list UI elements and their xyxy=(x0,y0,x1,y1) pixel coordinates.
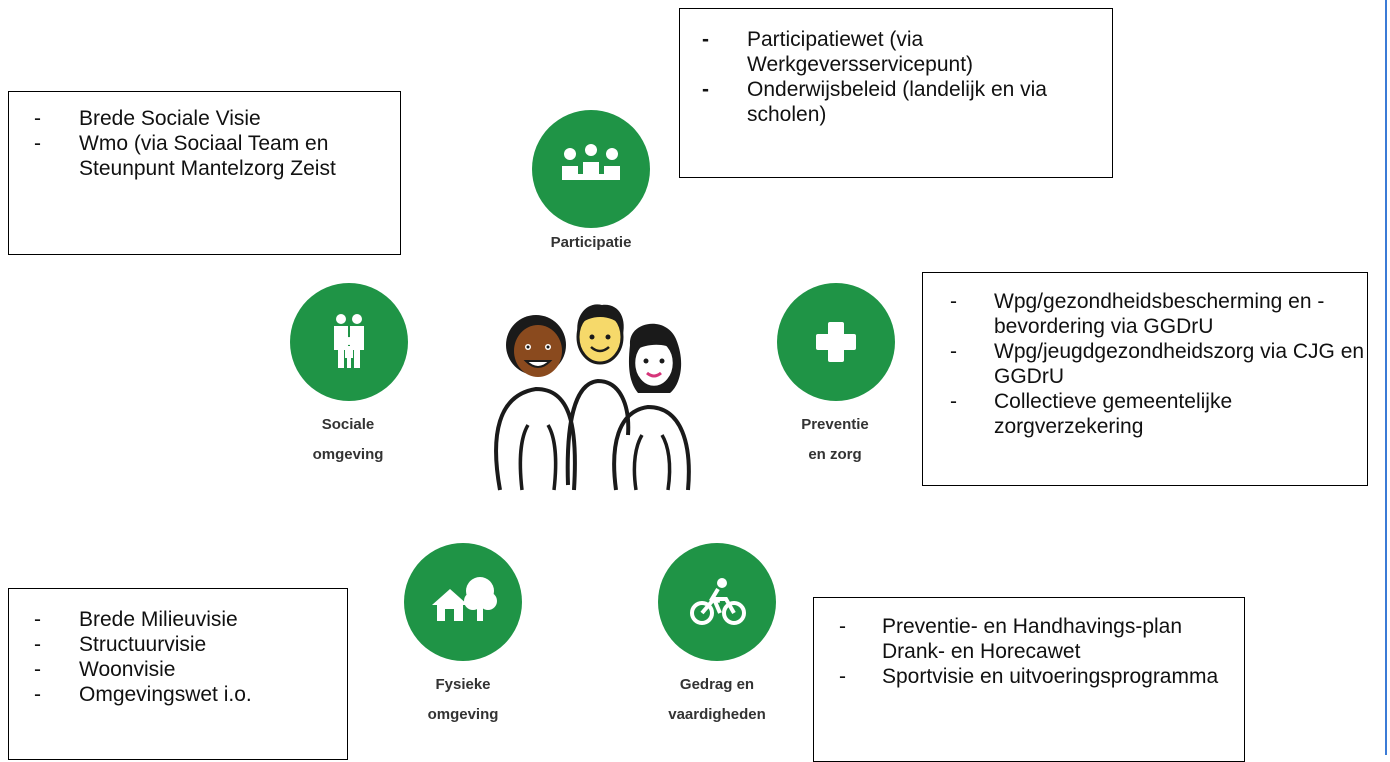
plus-cross-icon xyxy=(816,322,856,362)
list-item-text: Preventie- en Handhavings-plan Drank- en… xyxy=(882,615,1183,663)
box-sociale-omgeving-policies: - Brede Sociale Visie - Wmo (via Sociaal… xyxy=(8,91,401,255)
list-item-text: Participatiewet (via Werkgeversservicepu… xyxy=(747,28,974,76)
list-item-text: Brede Milieuvisie xyxy=(79,608,238,631)
list-item: - Collectieve gemeentelijke zorgverzeker… xyxy=(923,389,1367,439)
list-item-text: Collectieve gemeentelijke zorgverzekerin… xyxy=(994,390,1233,438)
label-line: omgeving xyxy=(427,706,499,723)
list-dash: - xyxy=(34,683,41,706)
list-item: - Brede Sociale Visie xyxy=(9,106,400,131)
list-item-text: Woonvisie xyxy=(79,658,176,681)
preventie-zorg-label: Preventie en zorg xyxy=(755,410,915,470)
family-icon xyxy=(334,314,364,368)
list-item-text: Wmo (via Sociaal Team en Steunpunt Mante… xyxy=(79,132,336,180)
policy-list: - Participatiewet (via Werkgeversservice… xyxy=(680,27,1112,127)
list-dash: - xyxy=(34,132,41,155)
list-dash: - xyxy=(34,107,41,130)
list-item: - Woonvisie xyxy=(9,657,347,682)
list-item: - Brede Milieuvisie xyxy=(9,607,347,632)
person-middle xyxy=(565,304,631,486)
person-left xyxy=(494,315,577,491)
box-participatie-policies: - Participatiewet (via Werkgeversservice… xyxy=(679,8,1113,178)
list-dash: - xyxy=(702,78,709,101)
label-line: Sociale xyxy=(321,416,375,433)
gedrag-label: Gedrag en vaardigheden xyxy=(637,670,797,730)
participatie-circle xyxy=(532,110,650,228)
preventie-zorg-circle xyxy=(777,283,895,401)
list-item-text: Wpg/jeugdgezondheidszorg via CJG en GGDr… xyxy=(994,340,1365,388)
list-dash: - xyxy=(34,633,41,656)
list-dash: - xyxy=(839,615,846,638)
list-dash: - xyxy=(950,290,957,313)
list-item-text: Structuurvisie xyxy=(79,633,207,656)
label-line: en zorg xyxy=(808,446,862,463)
list-item-text: Omgevingswet i.o. xyxy=(79,683,252,706)
list-item: - Onderwijsbeleid (landelijk en via scho… xyxy=(680,77,1112,127)
label-line: vaardigheden xyxy=(668,706,766,723)
label-line: Preventie xyxy=(801,416,869,433)
three-people-icon xyxy=(494,304,691,491)
list-item: - Omgevingswet i.o. xyxy=(9,682,347,707)
list-dash: - xyxy=(34,658,41,681)
label-line: Fysieke xyxy=(435,676,491,693)
cyclist-icon xyxy=(690,578,746,625)
policy-list: - Wpg/gezondheidsbescherming en -bevorde… xyxy=(923,289,1367,439)
list-item: - Participatiewet (via Werkgeversservice… xyxy=(680,27,1112,77)
policy-list: - Brede Milieuvisie - Structuurvisie - W… xyxy=(9,607,347,707)
list-item-text: Onderwijsbeleid (landelijk en via schole… xyxy=(747,78,1047,126)
gedrag-circle xyxy=(658,543,776,661)
fysieke-omgeving-label: Fysieke omgeving xyxy=(383,670,543,730)
label-line: Gedrag en xyxy=(679,676,755,693)
fysieke-omgeving-circle xyxy=(404,543,522,661)
label-line: omgeving xyxy=(312,446,384,463)
list-item-text: Sportvisie en uitvoeringsprogramma xyxy=(882,665,1219,688)
meeting-people-icon xyxy=(562,144,620,180)
list-item: - Structuurvisie xyxy=(9,632,347,657)
list-dash: - xyxy=(950,340,957,363)
list-item: - Wpg/gezondheidsbescherming en -bevorde… xyxy=(923,289,1367,339)
list-item-text: Wpg/gezondheidsbescherming en -bevorderi… xyxy=(994,290,1325,338)
page-edge-line xyxy=(1385,0,1387,755)
box-fysieke-omgeving-policies: - Brede Milieuvisie - Structuurvisie - W… xyxy=(8,588,348,760)
list-dash: - xyxy=(839,665,846,688)
list-dash: - xyxy=(950,390,957,413)
list-dash: - xyxy=(34,608,41,631)
person-right xyxy=(612,323,691,491)
box-preventie-zorg-policies: - Wpg/gezondheidsbescherming en -bevorde… xyxy=(922,272,1368,486)
policy-list: - Preventie- en Handhavings-plan Drank- … xyxy=(814,614,1244,689)
list-item: - Wpg/jeugdgezondheidszorg via CJG en GG… xyxy=(923,339,1367,389)
list-item-text: Brede Sociale Visie xyxy=(79,107,261,130)
box-gedrag-policies: - Preventie- en Handhavings-plan Drank- … xyxy=(813,597,1245,762)
list-item: - Wmo (via Sociaal Team en Steunpunt Man… xyxy=(9,131,400,181)
sociale-omgeving-label: Sociale omgeving xyxy=(268,410,428,470)
policy-list: - Brede Sociale Visie - Wmo (via Sociaal… xyxy=(9,106,400,181)
sociale-omgeving-circle xyxy=(290,283,408,401)
house-tree-icon xyxy=(432,577,497,621)
participatie-label: Participatie xyxy=(550,234,632,251)
list-item: - Preventie- en Handhavings-plan Drank- … xyxy=(814,614,1244,664)
list-dash: - xyxy=(702,28,709,51)
list-item: - Sportvisie en uitvoeringsprogramma xyxy=(814,664,1244,689)
